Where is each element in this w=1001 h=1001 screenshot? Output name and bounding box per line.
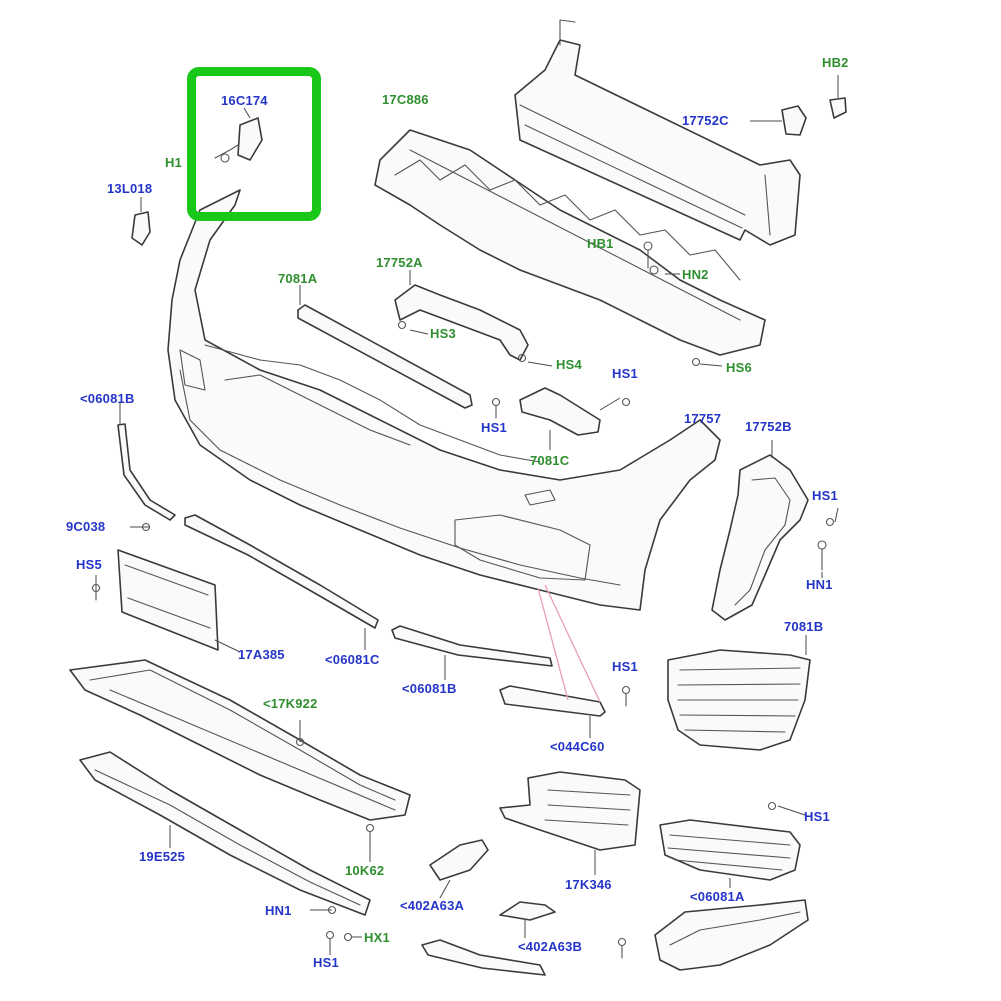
molding-strip-06081c <box>184 514 379 650</box>
bumper-reinforcement-beam <box>514 19 801 246</box>
callout-h1: H1 <box>165 155 183 170</box>
bumper-cover <box>167 189 721 611</box>
callout-hb1: HB1 <box>587 236 614 251</box>
molding-strip-06081b-center <box>391 625 553 680</box>
bracket-17752a <box>394 270 529 361</box>
grille-06081a <box>659 819 801 888</box>
flap-402a63b <box>421 901 556 976</box>
flap-402a63a <box>429 839 489 899</box>
callout-hs6: HS6 <box>726 360 752 375</box>
callout-17757: 17757 <box>684 411 722 426</box>
callout-9c038: 9C038 <box>66 519 106 534</box>
callout-06081b-left: <06081B <box>80 391 135 406</box>
callout-17c886: 17C886 <box>382 92 429 107</box>
callout-17k346: 17K346 <box>565 877 612 892</box>
callout-17752b: 17752B <box>745 419 792 434</box>
callout-hs3: HS3 <box>430 326 456 341</box>
callout-hs5: HS5 <box>76 557 102 572</box>
bracket-7081c <box>519 387 621 450</box>
callout-hn2: HN2 <box>682 267 709 282</box>
bracket-17752c <box>750 75 847 136</box>
fasteners <box>91 241 839 959</box>
callout-17752c: 17752C <box>682 113 729 128</box>
callout-hb2: HB2 <box>822 55 849 70</box>
highlight-box <box>187 67 321 221</box>
callout-044c60: <044C60 <box>550 739 605 754</box>
callout-hs1-bottom: HS1 <box>313 955 339 970</box>
callout-10k62: 10K62 <box>345 863 385 878</box>
callout-06081a: <06081A <box>690 889 745 904</box>
callout-hs1-lower: HS1 <box>612 659 638 674</box>
bracket-13l018 <box>131 197 151 246</box>
corner-bracket-17752b <box>711 440 809 621</box>
bracket-16c174 <box>214 107 263 163</box>
callout-7081c: 7081C <box>530 453 570 468</box>
license-plate-bracket <box>117 549 241 653</box>
undertray-17k922 <box>69 659 411 821</box>
callout-hs1-upper: HS1 <box>612 366 638 381</box>
trim-044c60 <box>499 584 606 738</box>
lower-right-bracket <box>654 899 809 971</box>
callout-17k922: <17K922 <box>263 696 318 711</box>
callout-06081c: <06081C <box>325 652 380 667</box>
callout-402a63a: <402A63A <box>400 898 465 913</box>
callout-13l018: 13L018 <box>107 181 153 196</box>
grille-strip-7081a <box>297 285 473 409</box>
callout-17a385: 17A385 <box>238 647 285 662</box>
callout-hs1-grille: HS1 <box>804 809 830 824</box>
callout-hx1: HX1 <box>364 930 390 945</box>
callout-hs1-right: HS1 <box>812 488 838 503</box>
callout-06081b-center: <06081B <box>402 681 457 696</box>
callout-7081a: 7081A <box>278 271 318 286</box>
fog-bezel-17k346 <box>499 771 641 875</box>
callout-7081b: 7081B <box>784 619 824 634</box>
callout-17752a: 17752A <box>376 255 423 270</box>
callout-hs1-center: HS1 <box>481 420 507 435</box>
molding-strip-06081b-left <box>117 402 176 521</box>
callout-402a63b: <402A63B <box>518 939 583 954</box>
callout-hn1-lower: HN1 <box>265 903 292 918</box>
callout-19e525: 19E525 <box>139 849 186 864</box>
side-grille-7081b <box>667 635 811 751</box>
lower-cover-19e525 <box>79 751 371 916</box>
energy-absorber <box>374 129 766 356</box>
callout-16c174: 16C174 <box>221 93 268 108</box>
callout-hn1-right: HN1 <box>806 577 833 592</box>
callout-hs4: HS4 <box>556 357 582 372</box>
